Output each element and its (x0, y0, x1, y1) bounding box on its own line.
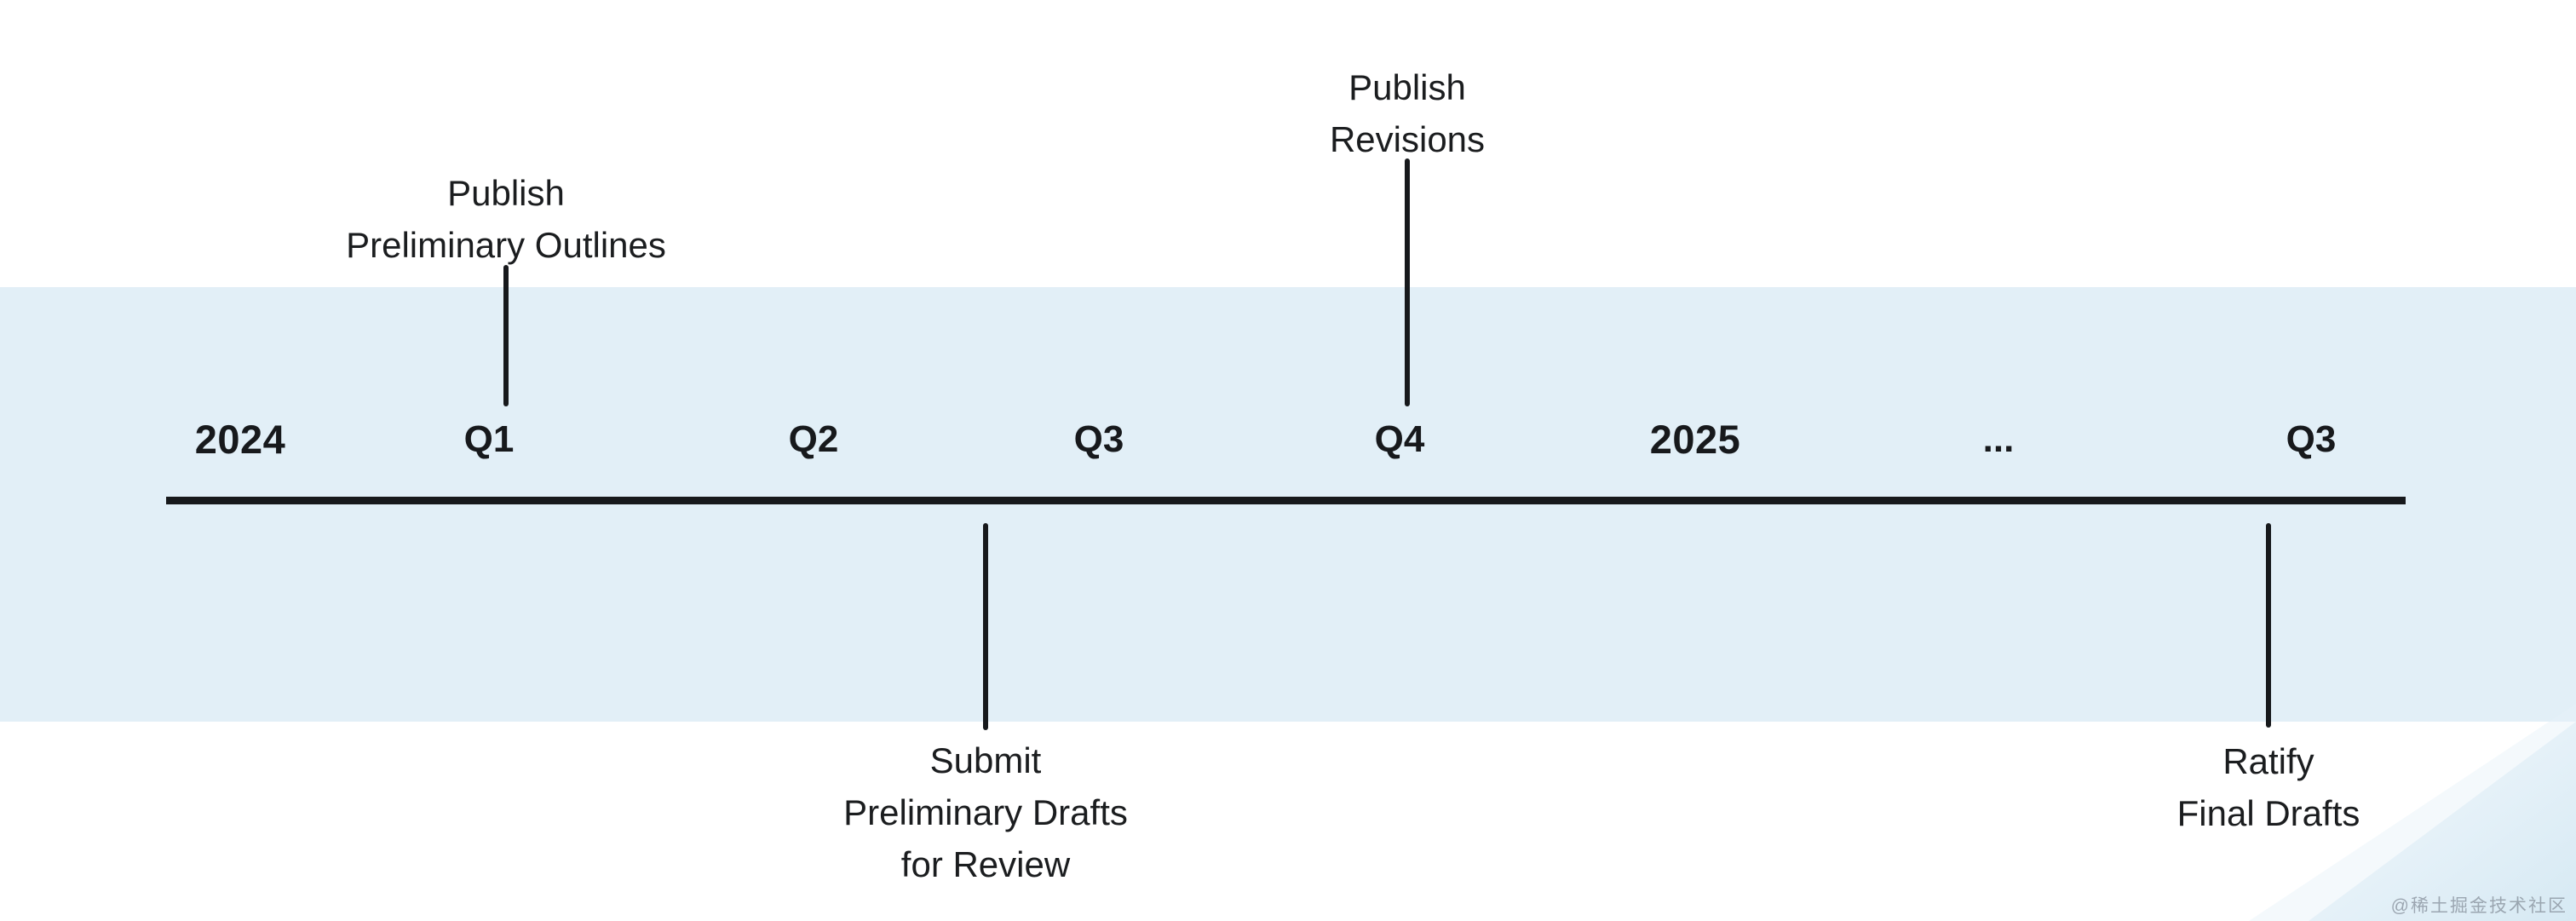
milestone-label: Ratify Final Drafts (2176, 741, 2360, 833)
axis-label-2024: 2024 (194, 417, 286, 462)
axis-label-q2: Q2 (788, 418, 839, 460)
milestone-label: Submit Preliminary Drafts for Review (843, 740, 1128, 884)
milestone-tick (503, 265, 509, 406)
axis-label-q3: Q3 (1073, 418, 1124, 460)
watermark-text: @稀土掘金技术社区 (2390, 896, 2567, 916)
milestone-tick (983, 523, 988, 730)
axis-label-2025: 2025 (1649, 417, 1741, 462)
milestone-label: Publish Revisions (1329, 67, 1486, 159)
timeline-axis-line (166, 497, 2406, 504)
milestone-tick (2266, 523, 2271, 728)
timeline-band (0, 287, 2576, 722)
milestone-tick (1405, 158, 1410, 406)
axis-label-q1: Q1 (463, 418, 515, 460)
milestone-label: Publish Preliminary Outlines (346, 173, 666, 265)
axis-label-ellipsis: ... (1982, 418, 2015, 460)
axis-label-q3-2025: Q3 (2286, 418, 2337, 460)
axis-label-q4: Q4 (1374, 418, 1425, 460)
